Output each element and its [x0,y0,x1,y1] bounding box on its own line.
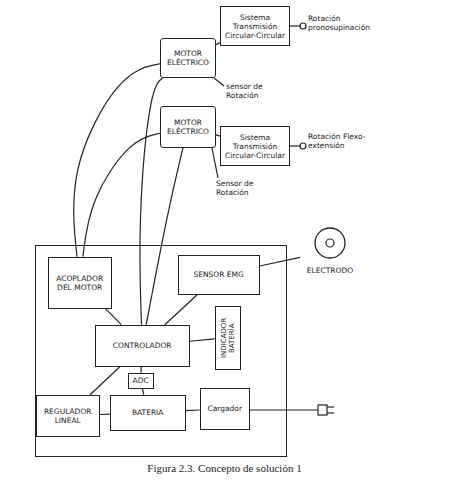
plug-symbol [318,405,327,415]
wire-connector [100,414,110,416]
annotation-label: Rotación pronosupinación [308,14,368,32]
node-text: Sistema Transmisión Circular-Circular [223,133,287,160]
node-text: ACOPLADOR DEL MOTOR [51,274,109,292]
annotation-label: Rotación Flexo-extensión [308,132,368,150]
component-box: Sistema Transmisión Circular-Circular [220,6,290,46]
wire-connector [142,389,143,395]
component-box: Sistema Transmisión Circular-Circular [220,126,290,166]
component-box: BATERIA [110,395,186,431]
component-box: MOTOR ELÉCTRICO [160,38,216,78]
wire-connector [216,135,220,136]
wire-connector [140,367,141,373]
annotation-label: Sensor de Rotación [216,179,276,197]
component-box: MOTOR ELÉCTRICO [160,106,216,148]
charger-cable [250,409,318,410]
node-text: INDICADOR BATERÍA [220,308,236,368]
wire-connector [74,64,160,257]
electrode-symbol [300,226,360,262]
shaft-end [300,23,306,29]
wire-connector [140,78,163,325]
electrode-node: ELECTRODO [300,226,360,276]
figure-caption: Figura 2.3. Concepto de solución 1 [0,462,449,474]
node-text: SENSOR EMG [193,270,243,279]
wire-connector [260,257,300,266]
component-box: CONTROLADOR [95,325,190,367]
wire-connector [90,367,120,395]
node-text: ELECTRODO [307,266,353,275]
component-box: SENSOR EMG [178,255,260,295]
annotation-label: sensor de Rotación [226,82,286,100]
node-text: CONTROLADOR [113,341,172,350]
component-box: INDICADOR BATERÍA [215,306,241,370]
wire-connector [165,295,197,325]
wire-connector [216,43,220,45]
node-text: Cargador [207,404,242,413]
component-box: ADC [128,373,154,389]
wire-connector [190,339,215,341]
node-text: BATERIA [132,408,164,417]
plug-prong [327,412,334,413]
node-text: MOTOR ELÉCTRICO [163,49,213,67]
component-box: ACOPLADOR DEL MOTOR [48,257,112,309]
electrode-center [326,239,334,247]
node-text: MOTOR ELÉCTRICO [163,118,213,136]
electrode-outline [315,228,345,258]
output-shaft [290,145,300,146]
circuit-board: ACOPLADOR DEL MOTOR SENSOR EMG CONTROLADOR… [35,245,287,457]
wire-connector [146,148,183,325]
node-text: REGULADOR LINEAL [39,407,97,425]
wire-connector [83,133,160,256]
node-text: ADC [133,376,149,385]
node-text: Sistema Transmisión Circular-Circular [223,13,287,40]
component-box: Cargador [200,388,250,430]
component-box: REGULADOR LINEAL [36,395,100,437]
output-shaft [290,25,300,26]
wire-connector [186,409,200,411]
shaft-end [300,143,306,149]
leader-line [214,78,224,86]
leader-line [212,148,218,178]
wire-connector [105,309,121,325]
plug-prong [327,406,334,407]
